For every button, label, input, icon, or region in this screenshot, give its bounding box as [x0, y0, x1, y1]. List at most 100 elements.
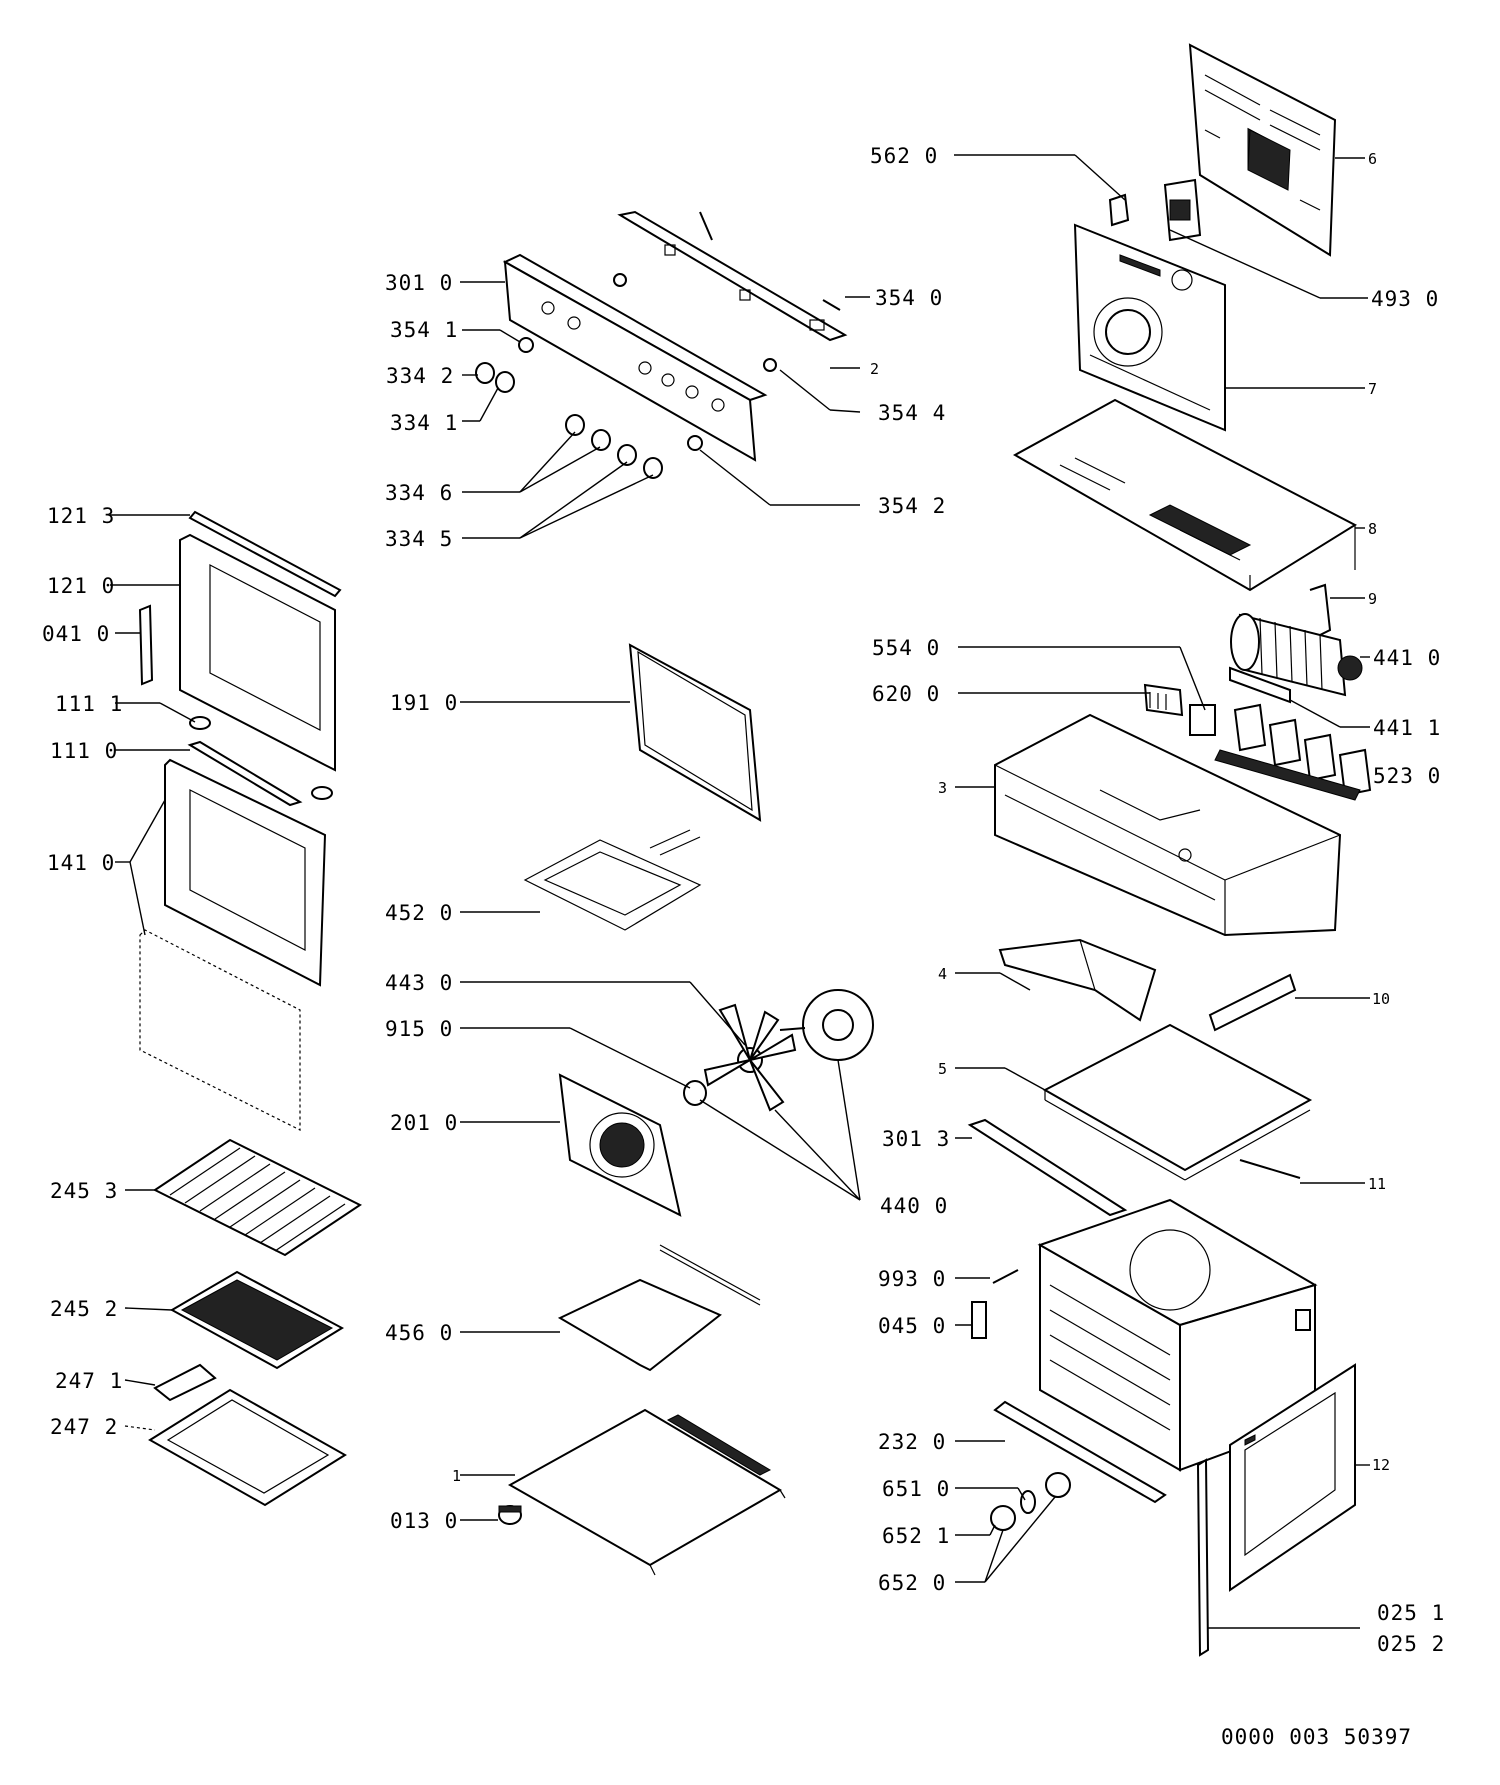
label-301-0: 301 0: [385, 271, 453, 295]
label-452-0: 452 0: [385, 901, 453, 925]
hinge-025-part: [1196, 1458, 1210, 1657]
label-652-1: 652 1: [882, 1524, 950, 1548]
label-523-0: 523 0: [1373, 764, 1441, 788]
label-443-0: 443 0: [385, 971, 453, 995]
rod-11-part: [1239, 1159, 1301, 1179]
control-housing-part: [994, 713, 1342, 937]
label-111-0: 111 0: [50, 739, 118, 763]
label-7: 7: [1368, 380, 1377, 398]
label-915-0: 915 0: [385, 1017, 453, 1041]
label-441-1: 441 1: [1373, 716, 1441, 740]
label-493-0: 493 0: [1371, 287, 1439, 311]
control-panel-301-part: [502, 253, 768, 462]
label-301-3: 301 3: [882, 1127, 950, 1151]
door-glass-141-part: [139, 758, 327, 1131]
label-334-6: 334 6: [385, 481, 453, 505]
lamp-651-part: [1020, 1490, 1036, 1514]
control-panel-bracket-part: [617, 210, 848, 342]
label-334-1: 334 1: [390, 411, 458, 435]
label-562-0: 562 0: [870, 144, 938, 168]
foot-013-part: [498, 1505, 522, 1525]
cavity-top-plate-part: [1012, 398, 1358, 592]
label-5: 5: [938, 1060, 947, 1078]
oven-cavity-part: [1037, 1198, 1318, 1472]
label-9: 9: [1368, 590, 1377, 608]
label-620-0: 620 0: [872, 682, 940, 706]
label-111-1: 111 1: [55, 692, 123, 716]
label-121-3: 121 3: [47, 504, 115, 528]
base-plate-1-part: [507, 1408, 786, 1576]
label-651-0: 651 0: [882, 1477, 950, 1501]
hinge-041-part: [138, 604, 154, 686]
knobs-part: [475, 337, 703, 479]
door-seal-191-part: [628, 643, 762, 822]
cavity-rear-panel-part: [1073, 223, 1226, 432]
tangential-fan-part: [1230, 613, 1363, 697]
fan-cover-201-part: [558, 1073, 682, 1217]
door-clip-111-part: [187, 716, 333, 807]
label-025-2: 025 2: [1377, 1632, 1445, 1656]
clip-part: [1108, 193, 1130, 227]
label-1: 1: [452, 1467, 461, 1485]
wire-rack-245-3-part: [153, 1138, 362, 1257]
label-334-2: 334 2: [386, 364, 454, 388]
label-334-5: 334 5: [385, 527, 453, 551]
door-12-part: [1229, 1363, 1356, 1592]
label-247-1: 247 1: [55, 1369, 123, 1393]
terminal-strip-part: [1229, 666, 1291, 704]
profile-10-part: [1208, 973, 1297, 1032]
bracket-9-part: [1309, 583, 1332, 636]
label-354-1: 354 1: [390, 318, 458, 342]
part-labels: 562 0 6 301 0 354 0 493 0 354 1 2 334 2 …: [42, 144, 1445, 1749]
thermostat-box-part: [1163, 178, 1202, 242]
label-6: 6: [1368, 150, 1377, 168]
trim-232-part: [993, 1400, 1167, 1504]
label-121-0: 121 0: [47, 574, 115, 598]
screw-993-part: [992, 1269, 1019, 1284]
label-440-0: 440 0: [880, 1194, 948, 1218]
label-11: 11: [1368, 1175, 1386, 1193]
bottom-plate-5-part: [1042, 1023, 1313, 1181]
label-141-0: 141 0: [47, 851, 115, 875]
selector-switches-part: [1214, 703, 1372, 801]
label-245-2: 245 2: [50, 1297, 118, 1321]
drip-tray-247-2-part: [148, 1388, 347, 1507]
label-4: 4: [938, 965, 947, 983]
lower-element-456-part: [557, 1244, 761, 1372]
label-12: 12: [1372, 1456, 1390, 1474]
label-245-3: 245 3: [50, 1179, 118, 1203]
label-456-0: 456 0: [385, 1321, 453, 1345]
door-trim-121-3-part: [188, 510, 342, 598]
back-cover-panel-part: [1188, 43, 1337, 257]
label-354-2: 354 2: [878, 494, 946, 518]
label-041-0: 041 0: [42, 622, 110, 646]
label-191-0: 191 0: [390, 691, 458, 715]
label-993-0: 993 0: [878, 1267, 946, 1291]
relay-part: [1189, 704, 1216, 736]
label-652-0: 652 0: [878, 1571, 946, 1595]
label-013-0: 013 0: [390, 1509, 458, 1533]
leader-lines: [110, 154, 1370, 1629]
label-554-0: 554 0: [872, 636, 940, 660]
label-3: 3: [938, 779, 947, 797]
label-025-1: 025 1: [1377, 1601, 1445, 1625]
deflector-tray-part: [998, 938, 1157, 1022]
switch-block-part: [1143, 683, 1184, 717]
grill-element-452-part: [523, 829, 702, 931]
label-201-0: 201 0: [390, 1111, 458, 1135]
label-8: 8: [1368, 520, 1377, 538]
label-10: 10: [1372, 990, 1390, 1008]
label-045-0: 045 0: [878, 1314, 946, 1338]
label-354-4: 354 4: [878, 401, 946, 425]
pins-part: [613, 211, 841, 372]
label-247-2: 247 2: [50, 1415, 118, 1439]
inner-door-121-part: [179, 533, 336, 772]
label-2: 2: [870, 360, 879, 378]
fan-blade-443-part: [703, 1003, 797, 1112]
label-354-0: 354 0: [875, 286, 943, 310]
label-441-0: 441 0: [1373, 646, 1441, 670]
wire-rack-245-2-part: [169, 1270, 345, 1370]
drawing-number: 0000 003 50397: [1221, 1725, 1412, 1749]
hinge-receiver-045-part: [971, 1301, 987, 1339]
